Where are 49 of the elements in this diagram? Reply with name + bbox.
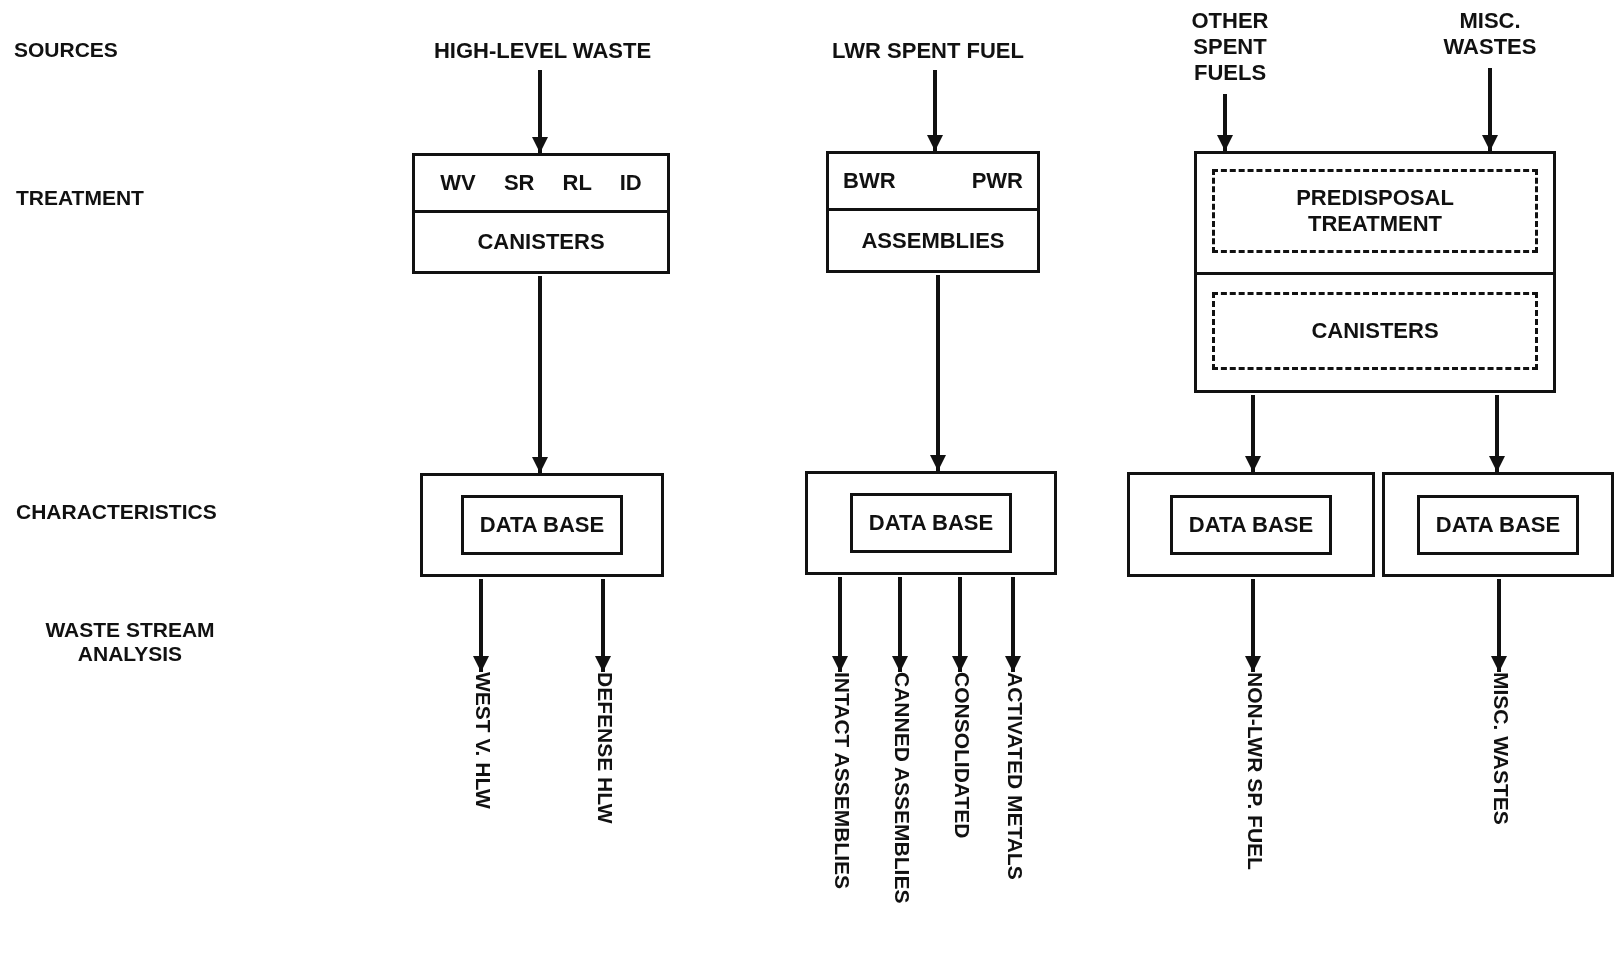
waste-stream-label: MISC. WASTES	[1485, 672, 1513, 825]
row-label: WASTE STREAM ANALYSIS	[44, 618, 216, 666]
source-label: HIGH-LEVEL WASTE	[395, 38, 690, 68]
waste-stream-label: DEFENSE HLW	[589, 672, 617, 824]
row-label: CHARACTERISTICS	[16, 500, 218, 524]
box-text: WV SR RL ID	[415, 156, 667, 213]
box-text: CANISTERS	[476, 228, 606, 256]
database-label: DATA BASE	[1416, 494, 1580, 555]
arrow	[892, 577, 908, 672]
database-box	[1382, 472, 1614, 577]
database-box	[420, 473, 664, 577]
box-text: ASSEMBLIES	[860, 226, 1006, 255]
arrow	[1005, 577, 1021, 672]
waste-stream-label: CONSOLIDATED	[946, 672, 974, 839]
arrow	[1489, 395, 1505, 472]
arrow	[1482, 68, 1498, 151]
arrow	[595, 579, 611, 672]
waste-stream-label: CANNED ASSEMBLIES	[886, 672, 914, 904]
database-label: DATA BASE	[460, 495, 624, 555]
arrow	[532, 70, 548, 153]
row-label: TREATMENT	[16, 186, 145, 210]
source-label: LWR SPENT FUEL	[800, 38, 1056, 68]
database-label: DATA BASE	[849, 493, 1013, 553]
waste-stream-label: NON-LWR SP. FUEL	[1239, 672, 1267, 870]
database-label: DATA BASE	[1169, 494, 1333, 555]
arrow	[1245, 579, 1261, 672]
row-label: SOURCES	[14, 38, 119, 62]
treatment-box	[412, 153, 670, 274]
waste-stream-label: WEST V. HLW	[467, 672, 495, 809]
arrow	[927, 70, 943, 151]
database-box	[805, 471, 1057, 575]
arrow	[1245, 395, 1261, 472]
treatment-box	[1194, 151, 1556, 393]
database-box	[1127, 472, 1375, 577]
arrow	[532, 276, 548, 473]
arrow	[1491, 579, 1507, 672]
arrow	[930, 275, 946, 471]
arrow	[1217, 94, 1233, 151]
waste-stream-label: INTACT ASSEMBLIES	[826, 672, 854, 889]
treatment-box	[826, 151, 1040, 273]
arrow	[473, 579, 489, 672]
dashed-box: CANISTERS	[1212, 292, 1538, 370]
arrow	[952, 577, 968, 672]
dashed-box: PREDISPOSAL TREATMENT	[1212, 169, 1538, 253]
waste-stream-label: ACTIVATED METALS	[999, 672, 1027, 880]
box-text: BWR PWR	[829, 154, 1037, 211]
source-label: MISC. WASTES	[1430, 8, 1550, 66]
arrow	[832, 577, 848, 672]
source-label: OTHER SPENT FUELS	[1170, 8, 1290, 92]
